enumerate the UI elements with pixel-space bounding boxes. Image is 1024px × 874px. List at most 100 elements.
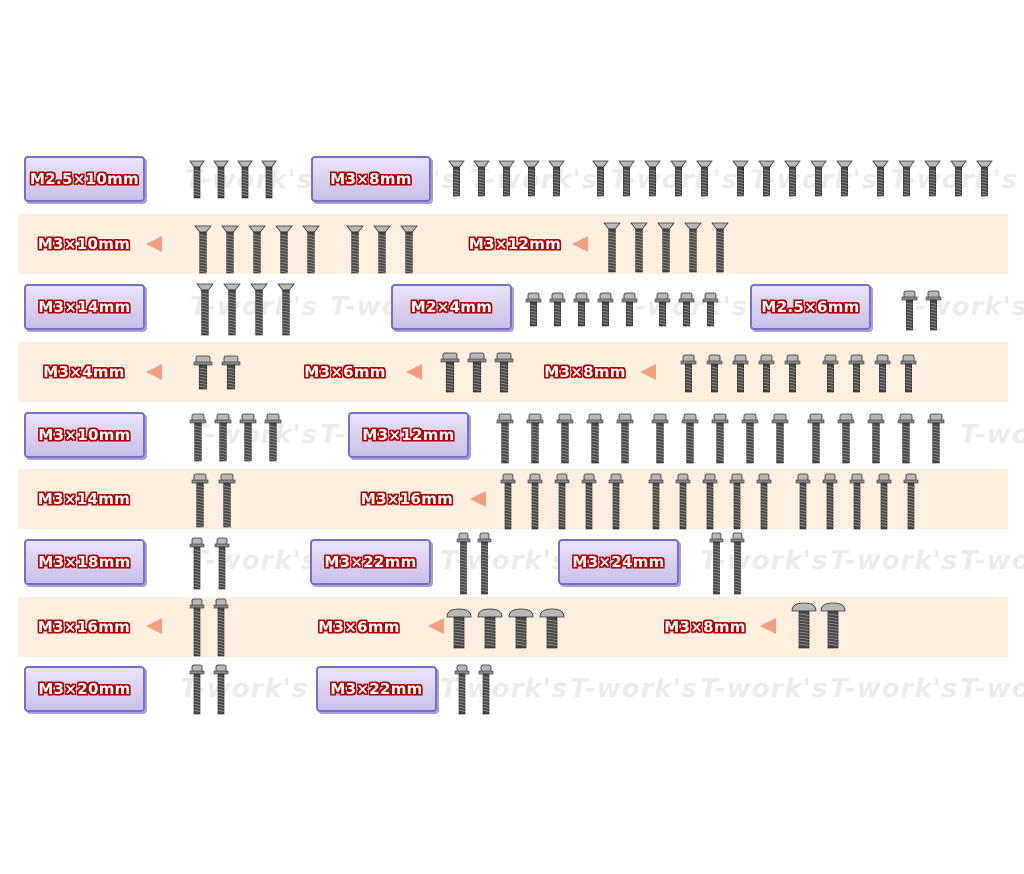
screw-icon [820,602,846,649]
watermark: T-work's [900,292,1024,322]
screw-icon [189,413,207,462]
size-label: M3×4mm [43,363,125,381]
size-label: M3×12mm [348,412,469,458]
screw-icon [741,413,759,464]
screw-icon [373,225,391,274]
screw-icon [556,413,574,464]
screw-icon [711,413,729,464]
screw-icon [657,222,675,273]
screw-icon [522,160,540,197]
screw-icon [189,160,205,199]
screw-icon [702,292,718,327]
size-label: M3×8mm [544,363,626,381]
screw-icon [508,608,534,649]
arrow-icon [146,236,162,252]
size-label: M3×8mm [664,618,746,636]
watermark: T-work's [185,165,314,195]
screw-icon [876,473,892,530]
screw-icon [791,602,817,649]
screw-icon [903,473,919,530]
screw-icon [189,664,205,715]
watermark: T-work's [960,546,1024,576]
watermark: T-work's [830,546,959,576]
arrow-icon [760,618,776,634]
screw-icon [237,160,253,199]
screw-icon [730,532,744,595]
screw-icon [617,160,635,197]
screw-icon [684,222,702,273]
screw-icon [496,413,514,464]
screw-icon [467,352,487,393]
screw-icon [547,160,565,197]
size-label: M3×24mm [558,539,679,585]
screw-icon [732,354,748,393]
screw-icon [731,160,749,197]
screw-icon [702,473,718,530]
screw-icon [756,473,772,530]
screw-icon [681,413,699,464]
screw-icon [497,160,515,197]
watermark: T-work's [830,674,959,704]
screw-icon [784,354,800,393]
watermark: T-work's [890,165,1019,195]
screw-icon [573,292,589,327]
size-label: M3×12mm [468,235,562,253]
screw-icon [871,160,889,197]
screw-icon [695,160,713,197]
arrow-icon [146,364,162,380]
arrow-icon [428,618,444,634]
screw-icon [874,354,890,393]
screw-icon [494,352,514,393]
screw-icon [194,225,212,274]
screw-icon [189,537,205,590]
screw-icon [554,473,570,530]
screw-icon [400,225,418,274]
size-label: M3×14mm [37,490,131,508]
screw-icon [771,413,789,464]
screw-icon [897,160,915,197]
screw-icon [709,532,723,595]
screw-icon [608,473,624,530]
watermark: T-work's [190,420,319,450]
screw-icon [221,355,241,390]
screw-icon [975,160,993,197]
watermark: T-work's [960,674,1024,704]
screw-icon [925,290,941,331]
screw-icon [867,413,885,464]
screw-icon [581,473,597,530]
arrow-icon [470,491,486,507]
screw-icon [822,354,838,393]
screw-icon [539,608,565,649]
size-label: M2.5×6mm [750,284,871,330]
screw-icon [193,355,213,390]
size-label: M3×16mm [360,490,454,508]
screw-icon [218,473,236,528]
screw-icon [586,413,604,464]
screw-icon [729,473,745,530]
screw-icon [549,292,565,327]
screw-icon [446,608,472,649]
screw-icon [477,532,491,595]
screw-icon [706,354,722,393]
screw-icon [783,160,801,197]
size-label: M3×10mm [24,412,145,458]
screw-icon [809,160,827,197]
screw-icon [277,283,295,336]
screw-icon [221,225,239,274]
screw-icon [849,473,865,530]
size-label: M3×14mm [24,284,145,330]
size-label: M3×22mm [316,666,437,712]
screw-icon [654,292,670,327]
row-band-4 [18,342,1008,402]
screw-icon [189,598,205,657]
size-label: M3×8mm [311,156,431,202]
screw-icon [591,160,609,197]
screw-icon [648,473,664,530]
screw-icon [213,598,229,657]
screw-icon [346,225,364,274]
screw-icon [900,354,916,393]
screw-icon [478,664,494,715]
watermark: T-work's [700,674,829,704]
arrow-icon [406,364,422,380]
screw-icon [795,473,811,530]
